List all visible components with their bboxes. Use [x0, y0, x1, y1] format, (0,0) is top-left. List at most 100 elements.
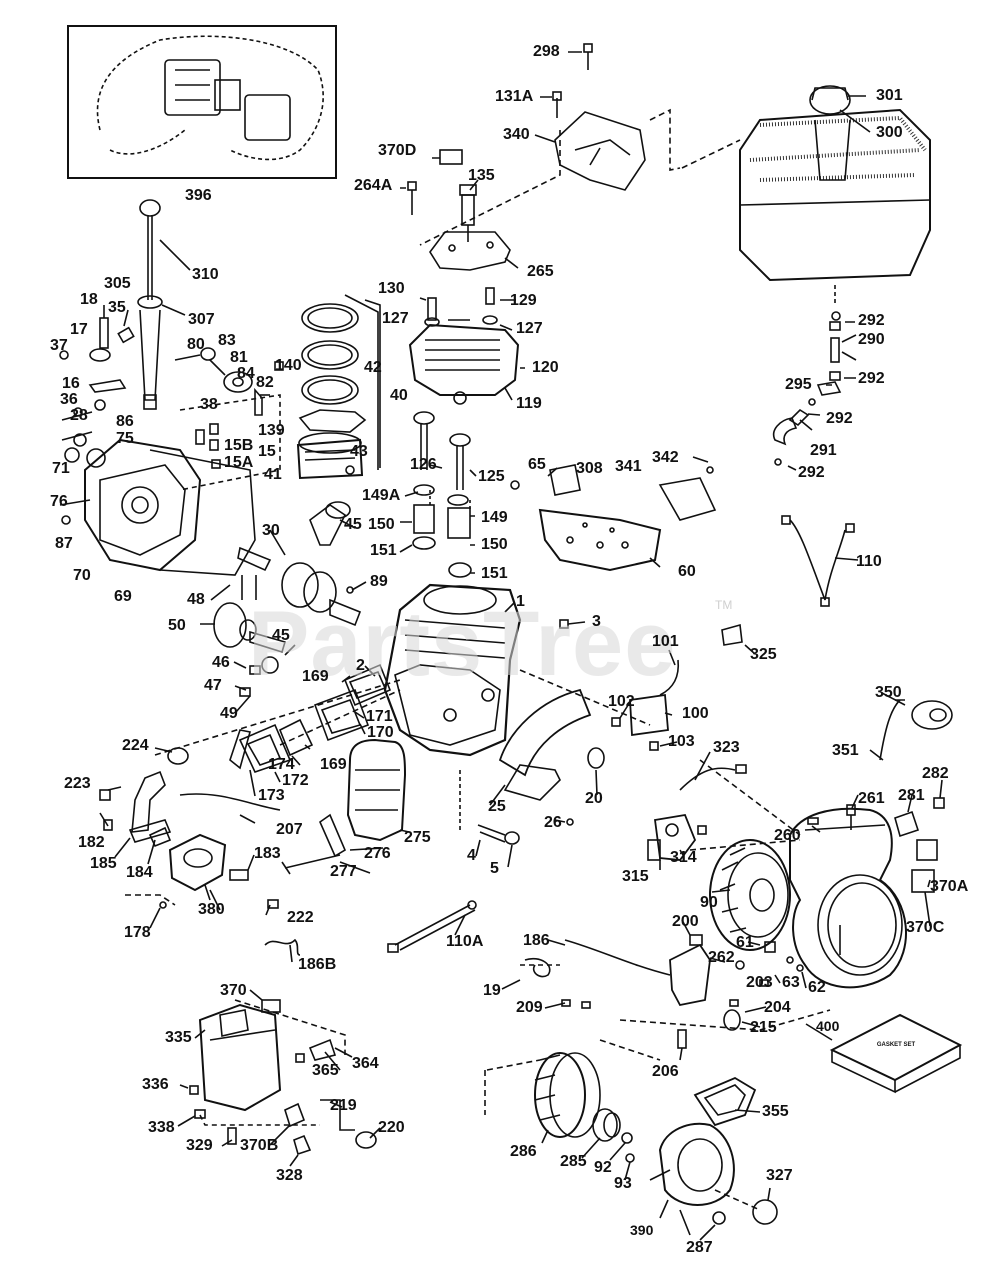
part-label-172: 172: [282, 772, 309, 789]
governor-spring-207: [179, 793, 281, 811]
rod-110A: [394, 904, 476, 951]
part-label-265: 265: [527, 263, 554, 280]
part-label-308: 308: [576, 460, 603, 477]
part-label-135: 135: [468, 167, 495, 184]
part-label-100: 100: [682, 705, 709, 722]
part-label-4: 4: [467, 847, 476, 864]
part-label-287: 287: [686, 1239, 713, 1256]
cylinder-head-120: [408, 287, 520, 405]
part-label-81: 81: [230, 349, 248, 366]
fuel-line-inset-396: [67, 25, 337, 179]
part-label-276: 276: [364, 845, 391, 862]
part-label-186: 186: [523, 932, 550, 949]
part-label-76: 76: [50, 493, 68, 510]
part-label-26: 26: [544, 814, 562, 831]
part-label-119: 119: [516, 395, 542, 412]
ignition-module-100: [629, 693, 669, 737]
part-label-364: 364: [352, 1055, 379, 1072]
part-label-16: 16: [62, 375, 80, 392]
part-label-204: 204: [764, 999, 791, 1016]
part-label-3: 3: [592, 613, 601, 630]
part-label-36: 36: [60, 391, 78, 408]
part-label-18: 18: [80, 291, 98, 308]
part-label-173: 173: [258, 787, 285, 804]
camshaft-50: [213, 575, 286, 697]
part-label-110: 110: [856, 553, 882, 570]
part-label-219: 219: [330, 1097, 357, 1114]
part-label-93: 93: [614, 1175, 632, 1192]
part-label-63: 63: [782, 974, 800, 991]
part-label-285: 285: [560, 1153, 587, 1170]
wire-harness-110: [789, 519, 846, 601]
part-label-28: 28: [70, 407, 88, 424]
part-label-46: 46: [212, 654, 230, 671]
part-label-325: 325: [750, 646, 777, 663]
part-label-92: 92: [594, 1159, 612, 1176]
part-label-17: 17: [70, 321, 88, 338]
part-label-400: 400: [816, 1018, 840, 1034]
part-label-129: 129: [510, 292, 537, 309]
fuel-tank-300: [739, 85, 931, 282]
part-label-292-d: 292: [798, 464, 825, 481]
part-label-75: 75: [116, 430, 134, 447]
part-label-183: 183: [254, 845, 281, 862]
part-label-40: 40: [390, 387, 408, 404]
part-label-215: 215: [750, 1019, 777, 1036]
part-label-184: 184: [126, 864, 153, 881]
governor-shaft-parts: [174, 347, 284, 416]
part-label-5: 5: [490, 860, 499, 877]
part-label-396: 396: [185, 187, 212, 204]
part-label-169-top: 169: [302, 668, 329, 685]
part-label-71: 71: [52, 460, 70, 477]
part-label-149A: 149A: [362, 487, 401, 504]
part-label-86: 86: [116, 413, 134, 430]
part-label-87: 87: [55, 535, 73, 552]
part-label-80: 80: [187, 336, 205, 353]
part-label-380: 380: [198, 901, 225, 918]
part-label-101: 101: [652, 633, 679, 650]
spring-186B: [264, 938, 301, 956]
carburetor-380: [168, 833, 227, 892]
crankcase-cover-70: [59, 438, 256, 576]
part-label-298: 298: [533, 43, 560, 60]
part-label-110A: 110A: [446, 933, 484, 950]
part-label-206: 206: [652, 1063, 679, 1080]
part-label-329: 329: [186, 1137, 213, 1154]
part-label-351: 351: [832, 742, 859, 759]
piston-rings-42: [296, 294, 381, 480]
part-label-174: 174: [268, 756, 295, 773]
part-label-301: 301: [876, 87, 903, 104]
part-label-83: 83: [218, 332, 236, 349]
part-label-342: 342: [652, 449, 679, 466]
part-label-292-a: 292: [858, 312, 885, 329]
part-label-171: 171: [366, 708, 393, 725]
part-label-277: 277: [330, 863, 357, 880]
part-label-126: 126: [410, 456, 437, 473]
part-label-125: 125: [478, 468, 505, 485]
part-label-310: 310: [192, 266, 219, 283]
part-label-20: 20: [585, 790, 603, 807]
elbow-223: [131, 770, 166, 833]
part-label-103: 103: [668, 733, 695, 750]
part-label-90: 90: [700, 894, 718, 911]
breather-25: [498, 688, 592, 801]
part-label-170: 170: [367, 724, 394, 741]
part-label-370C: 370C: [906, 919, 945, 936]
part-label-275: 275: [404, 829, 431, 846]
part-label-150-left: 150: [368, 516, 395, 533]
part-label-48: 48: [187, 591, 205, 608]
part-label-335: 335: [165, 1029, 192, 1046]
control-bracket-200: [669, 934, 711, 1007]
part-label-261: 261: [858, 790, 885, 807]
part-label-186B: 186B: [298, 956, 337, 973]
part-label-327: 327: [766, 1167, 793, 1184]
part-label-307: 307: [188, 311, 215, 328]
part-label-149: 149: [481, 509, 508, 526]
starter-housing-390: [649, 1122, 735, 1236]
part-label-178: 178: [124, 924, 151, 941]
part-label-60: 60: [678, 563, 696, 580]
crankshaft-30: [237, 501, 362, 627]
part-label-45-top: 45: [344, 516, 362, 533]
part-label-30: 30: [262, 522, 280, 539]
part-label-84: 84: [237, 365, 255, 382]
